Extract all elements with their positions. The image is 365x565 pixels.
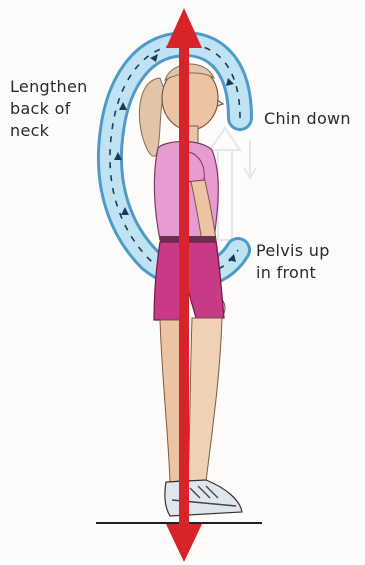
pelvis-up-label: Pelvis up in front (256, 240, 361, 284)
lengthen-neck-label: Lengthen back of neck (10, 76, 120, 142)
chin-down-label: Chin down (264, 108, 364, 130)
